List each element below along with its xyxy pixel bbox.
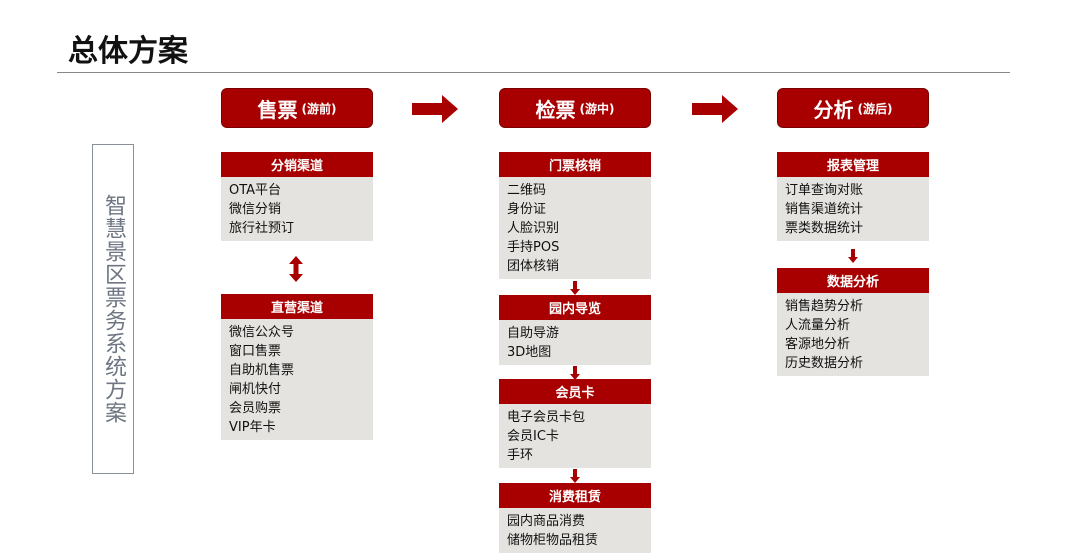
stage-sub: (游后) (857, 101, 893, 116)
title-divider (57, 72, 1010, 73)
list-item: 微信分销 (229, 202, 282, 217)
stage-check: 检票(游中) (499, 88, 651, 128)
stage-label: 分析 (813, 97, 854, 122)
stage-label: 检票 (535, 97, 576, 122)
down-arrow-icon (848, 249, 858, 263)
list-item: 会员IC卡 (507, 429, 559, 444)
list-item: 团体核销 (507, 259, 560, 274)
right-arrow-icon (412, 95, 458, 123)
list-item: 电子会员卡包 (507, 410, 586, 425)
side-label-box: 智慧景区票务系统方案 (92, 144, 134, 474)
section-header: 数据分析 (777, 268, 929, 293)
list-item: 客源地分析 (785, 337, 851, 352)
list-item: 身份证 (507, 202, 547, 217)
page-title: 总体方案 (68, 34, 188, 69)
stage-sub: (游中) (579, 101, 615, 116)
side-label: 智慧景区票务系统方案 (101, 194, 126, 424)
section-header: 园内导览 (499, 295, 651, 320)
list-item: 销售趋势分析 (785, 299, 864, 314)
section-huiyuan: 会员卡电子会员卡包会员IC卡手环 (499, 379, 651, 468)
list-item: OTA平台 (229, 183, 282, 198)
stage-sell: 售票(游前) (221, 88, 373, 128)
list-item: 储物柜物品租赁 (507, 533, 599, 548)
section-baobiao: 报表管理订单查询对账销售渠道统计票类数据统计 (777, 152, 929, 241)
list-item: 票类数据统计 (785, 221, 864, 236)
section-header: 消费租赁 (499, 483, 651, 508)
list-item: 自助导游 (507, 326, 560, 341)
list-item: 订单查询对账 (785, 183, 864, 198)
double-arrow-icon (289, 256, 303, 282)
list-item: 手持POS (507, 240, 560, 255)
section-header: 直营渠道 (221, 294, 373, 319)
section-xiaofei: 消费租赁园内商品消费储物柜物品租赁 (499, 483, 651, 553)
list-item: 会员购票 (229, 401, 282, 416)
section-daolan: 园内导览自助导游 3D地图 (499, 295, 651, 365)
list-item: 手环 (507, 448, 534, 463)
stage-analysis: 分析(游后) (777, 88, 929, 128)
list-item: 自助机售票 (229, 363, 295, 378)
down-arrow-icon (570, 281, 580, 295)
down-arrow-icon (570, 469, 580, 483)
list-item: 园内商品消费 (507, 514, 586, 529)
section-shuju: 数据分析销售趋势分析人流量分析客源地分析历史数据分析 (777, 268, 929, 376)
section-zhiying: 直营渠道微信公众号窗口售票自助机售票闸机快付会员购票 VIP年卡 (221, 294, 373, 440)
list-item: 3D地图 (507, 345, 552, 360)
list-item: 人流量分析 (785, 318, 851, 333)
list-item: 二维码 (507, 183, 547, 198)
section-header: 门票核销 (499, 152, 651, 177)
section-header: 报表管理 (777, 152, 929, 177)
section-header: 分销渠道 (221, 152, 373, 177)
right-arrow-icon (692, 95, 738, 123)
list-item: 旅行社预订 (229, 221, 295, 236)
stage-sub: (游前) (301, 101, 337, 116)
stage-label: 售票 (257, 97, 298, 122)
down-arrow-icon (570, 366, 580, 380)
list-item: 微信公众号 (229, 325, 295, 340)
list-item: 窗口售票 (229, 344, 282, 359)
list-item: 闸机快付 (229, 382, 282, 397)
section-header: 会员卡 (499, 379, 651, 404)
list-item: 历史数据分析 (785, 356, 864, 371)
section-menpiao: 门票核销二维码身份证人脸识别手持POS 团体核销 (499, 152, 651, 279)
list-item: 人脸识别 (507, 221, 560, 236)
list-item: VIP年卡 (229, 420, 276, 435)
list-item: 销售渠道统计 (785, 202, 864, 217)
section-fenxiao: 分销渠道 OTA平台微信分销旅行社预订 (221, 152, 373, 241)
